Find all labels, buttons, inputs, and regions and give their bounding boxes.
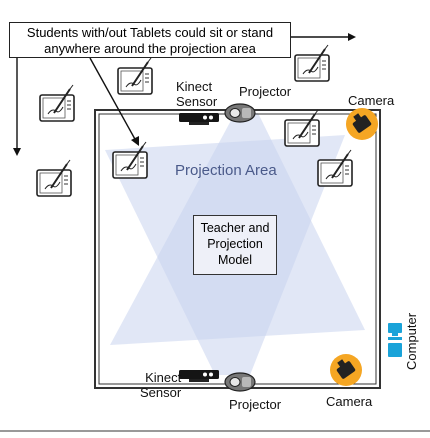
kinect-bottom-label-line2: Sensor bbox=[140, 385, 182, 400]
computer-icon bbox=[388, 323, 402, 357]
tablet-icon bbox=[117, 57, 153, 95]
tablet-icon bbox=[39, 84, 75, 122]
camera-bottom-label: Camera bbox=[326, 394, 373, 409]
model-line-3: Model bbox=[217, 253, 253, 267]
model-line-2: Projection bbox=[207, 237, 263, 251]
tablet-icon bbox=[36, 159, 72, 197]
callout-line-1: Students with/out Tablets could sit or s… bbox=[26, 25, 274, 40]
students-callout: Students with/out Tablets could sit or s… bbox=[9, 22, 291, 58]
callout-line-2: anywhere around the projection area bbox=[44, 41, 256, 56]
projector-bottom-label: Projector bbox=[229, 397, 282, 412]
tablet-icon bbox=[294, 44, 330, 82]
camera-icon bbox=[330, 354, 362, 386]
kinect-top-label: Kinect Sensor bbox=[176, 79, 217, 109]
kinect-bottom-label: Kinect Sensor bbox=[140, 370, 181, 400]
teacher-model-box: Teacher and Projection Model bbox=[193, 215, 277, 275]
tablet-icon bbox=[112, 141, 148, 179]
kinect-top-label-line2: Sensor bbox=[176, 94, 218, 109]
kinect-bottom-label-line1: Kinect bbox=[145, 370, 182, 385]
camera-top-label: Camera bbox=[348, 93, 395, 108]
tablet-icon bbox=[284, 109, 320, 147]
kinect-sensor-icon bbox=[179, 370, 219, 382]
arrow-diagonal bbox=[89, 57, 137, 142]
computer-label: Computer bbox=[404, 312, 419, 370]
kinect-sensor-icon bbox=[179, 113, 219, 125]
projection-area-label: Projection Area bbox=[175, 162, 277, 179]
projector-icon bbox=[224, 103, 256, 123]
model-line-1: Teacher and bbox=[200, 221, 270, 235]
kinect-top-label-line1: Kinect bbox=[176, 79, 213, 94]
projector-top-label: Projector bbox=[239, 84, 292, 99]
projector-icon bbox=[224, 372, 256, 392]
camera-icon bbox=[346, 108, 378, 140]
